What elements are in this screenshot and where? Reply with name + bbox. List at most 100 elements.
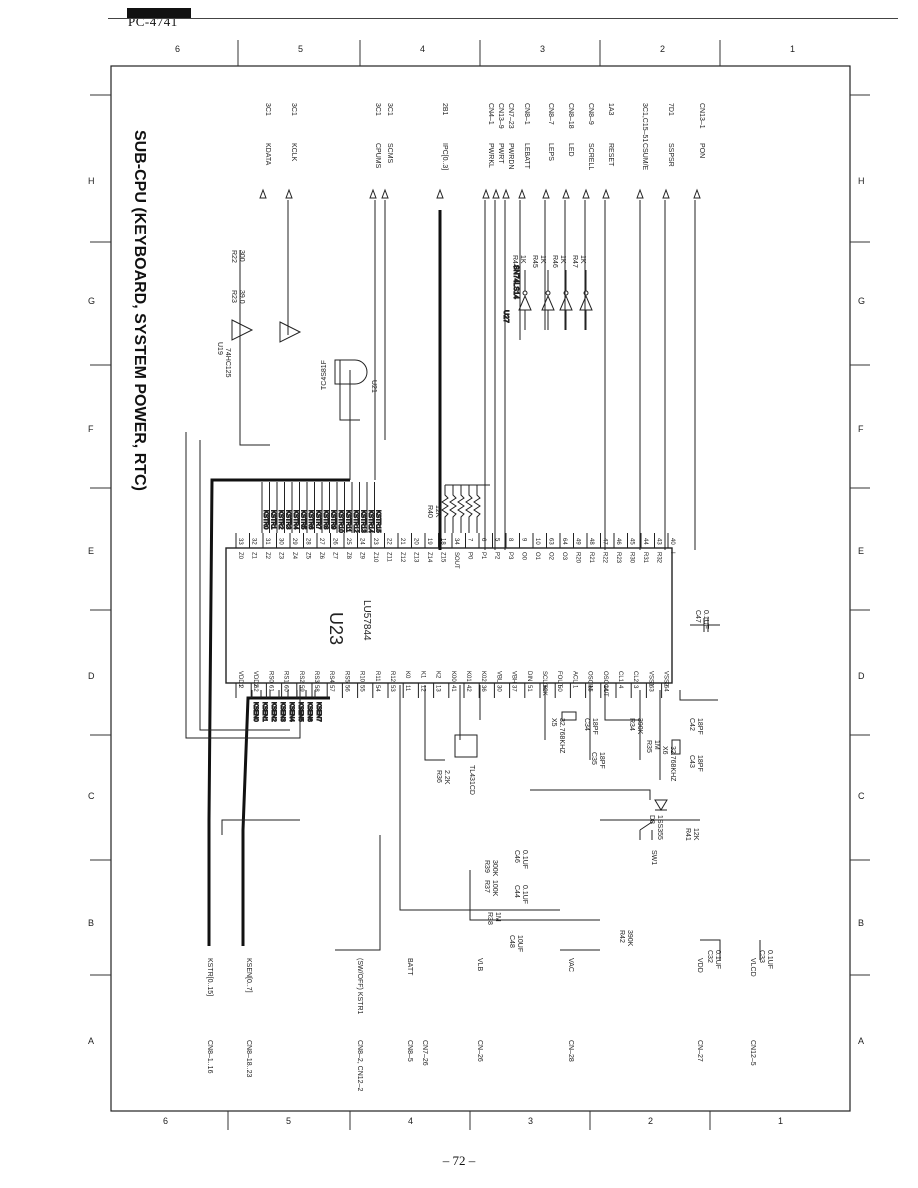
u23-pin-name: R23 xyxy=(615,552,621,564)
left-signal-connector: CN–27 xyxy=(696,1040,703,1062)
u23-pin-name: RS3 xyxy=(313,671,319,683)
component-ref: D8 xyxy=(648,815,655,824)
component-value: 32.768KHZ xyxy=(669,746,676,782)
right-signal-net: SCRELL xyxy=(587,143,594,170)
component-ref: C47 xyxy=(694,610,701,623)
c47-capacitor xyxy=(690,618,720,632)
u23-pin-number: 43 xyxy=(656,538,662,545)
component-value: 0.1UF xyxy=(521,850,528,869)
right-signal-net: PON xyxy=(698,143,705,158)
x6-crystal xyxy=(671,739,681,755)
u23-pin-number: 1 xyxy=(571,685,577,689)
u23-ref: U23 xyxy=(326,612,346,645)
component-value: 1K xyxy=(579,255,586,264)
u23-pin-number: 21 xyxy=(399,538,405,545)
u23-pin-number: 5 xyxy=(494,538,500,542)
u23-pin-name: RS4 xyxy=(328,671,334,683)
u23-pin-name: Z7 xyxy=(332,552,338,560)
u23-pin-number: 23 xyxy=(372,538,378,545)
left-signal-net: VAC xyxy=(567,958,574,972)
zone-letter-right: B xyxy=(858,918,864,928)
zone-letter-left: A xyxy=(88,1036,94,1046)
u23-pin-number: 28 xyxy=(305,538,311,545)
u23-pin-number: 4 xyxy=(617,685,623,689)
u23-pin-number: 41 xyxy=(450,685,456,692)
u23-pin-number: 63 xyxy=(548,538,554,545)
zone-letter-right: H xyxy=(858,176,865,186)
zone-ticks xyxy=(90,40,870,1130)
u23-pin-name: VDD1 xyxy=(237,671,243,688)
right-signal-net: SSPSR xyxy=(667,143,674,167)
component-value: 32.768KHZ xyxy=(558,718,565,754)
u23-pin-name: CL1 xyxy=(617,671,623,683)
u23-pin-name: RS2 xyxy=(298,671,304,683)
right-signal-connector: 3C1 xyxy=(386,103,393,116)
u23-pin-number: 36 xyxy=(480,685,486,692)
u19-buffer-b xyxy=(279,321,302,343)
component-value: 0.1UF xyxy=(521,885,528,904)
u23-pin-name: Z8 xyxy=(345,552,351,560)
u23-pin-name: SCLOCK xyxy=(541,671,547,696)
u23-pin-name: VBH xyxy=(511,671,517,683)
ksen-label: KSEN2 xyxy=(270,702,276,722)
left-signal-connector: CN8–1..16 xyxy=(206,1040,213,1074)
component-value: 300K xyxy=(491,860,498,877)
right-signal-list: KDATA3C1KCLK3C1CPUMS3C1SCMS3C1IPC[0..3]2… xyxy=(259,103,705,199)
left-signal-net: (SW/OFF) KSTR1 xyxy=(356,958,363,1014)
u23-pin-name: RS5 xyxy=(343,671,349,683)
kstr-label: KSTR1 xyxy=(270,510,276,530)
kstr-label: KSTR12 xyxy=(352,510,358,533)
wiring xyxy=(185,200,761,960)
u23-pin-name: R22 xyxy=(602,552,608,564)
u23-pin-number: 7 xyxy=(467,538,473,542)
u23-pin-number: 42 xyxy=(465,685,471,692)
zone-letter-left: H xyxy=(88,176,95,186)
u23-pin-number: 64 xyxy=(663,685,669,692)
zone-letter-left: C xyxy=(88,791,95,801)
u23-pin-number: 55 xyxy=(359,685,365,692)
page-number: – 72 – xyxy=(442,1153,476,1168)
left-signal-connector: CN8–5 xyxy=(406,1040,413,1062)
component-value: 0.1UF xyxy=(702,610,709,629)
kstr-label: KSTR14 xyxy=(367,510,373,533)
ksen-label: KSEN4 xyxy=(288,702,294,722)
u23-pin-name: R10 xyxy=(359,671,365,683)
component-value: 1K xyxy=(539,255,546,264)
u23-pin-number: 56 xyxy=(343,685,349,692)
right-signal-connector: CN13–1 xyxy=(698,103,705,129)
u23-pin-number: 64 xyxy=(561,538,567,545)
u23-pin-number: 6 xyxy=(480,538,486,542)
u23-pin-name: DIN xyxy=(526,671,532,681)
ksen-label: KSEN1 xyxy=(261,702,267,722)
u23-pin-name: P2 xyxy=(494,552,500,560)
right-signal-connector: 2B1 xyxy=(441,103,448,116)
component-ref: C44 xyxy=(513,885,520,898)
component-value: 12K xyxy=(692,828,699,841)
u23-pin-name: R30 xyxy=(629,552,635,564)
component-value: 1K xyxy=(519,255,526,264)
ksen-label: KSEN6 xyxy=(306,702,312,722)
u23-pin-number: 12 xyxy=(419,685,425,692)
u23-pin-name: RS0 xyxy=(267,671,273,683)
zone-number-bottom: 1 xyxy=(778,1116,783,1126)
header-rule xyxy=(108,18,898,19)
u23-pin-name: VSS2 xyxy=(663,671,669,687)
component-ref: R41 xyxy=(684,828,691,841)
left-signal-connector: CN8–18..23 xyxy=(245,1040,252,1077)
d8-diode xyxy=(654,799,668,811)
right-signal-connector: CN8–1 xyxy=(523,103,530,125)
u23-pin-number: 25 xyxy=(345,538,351,545)
ksen-label: KSEN0 xyxy=(252,702,258,722)
component-ref: R36 xyxy=(435,770,442,783)
u23-pin-number: 30 xyxy=(278,538,284,545)
right-signal-connector: CN13–9 xyxy=(497,103,504,129)
model-label: PC-4741 xyxy=(128,14,178,29)
schematic-title: SUB-CPU (KEYBOARD, SYSTEM POWER, RTC) xyxy=(131,130,148,491)
u23-pin-number: 40 xyxy=(669,538,675,545)
zone-letter-right: G xyxy=(858,296,865,306)
component-value: 18PF xyxy=(591,718,598,735)
u23-pin-name: Z2 xyxy=(264,552,270,560)
component-ref: C48 xyxy=(508,935,515,948)
component-ref: R39 xyxy=(483,860,490,873)
